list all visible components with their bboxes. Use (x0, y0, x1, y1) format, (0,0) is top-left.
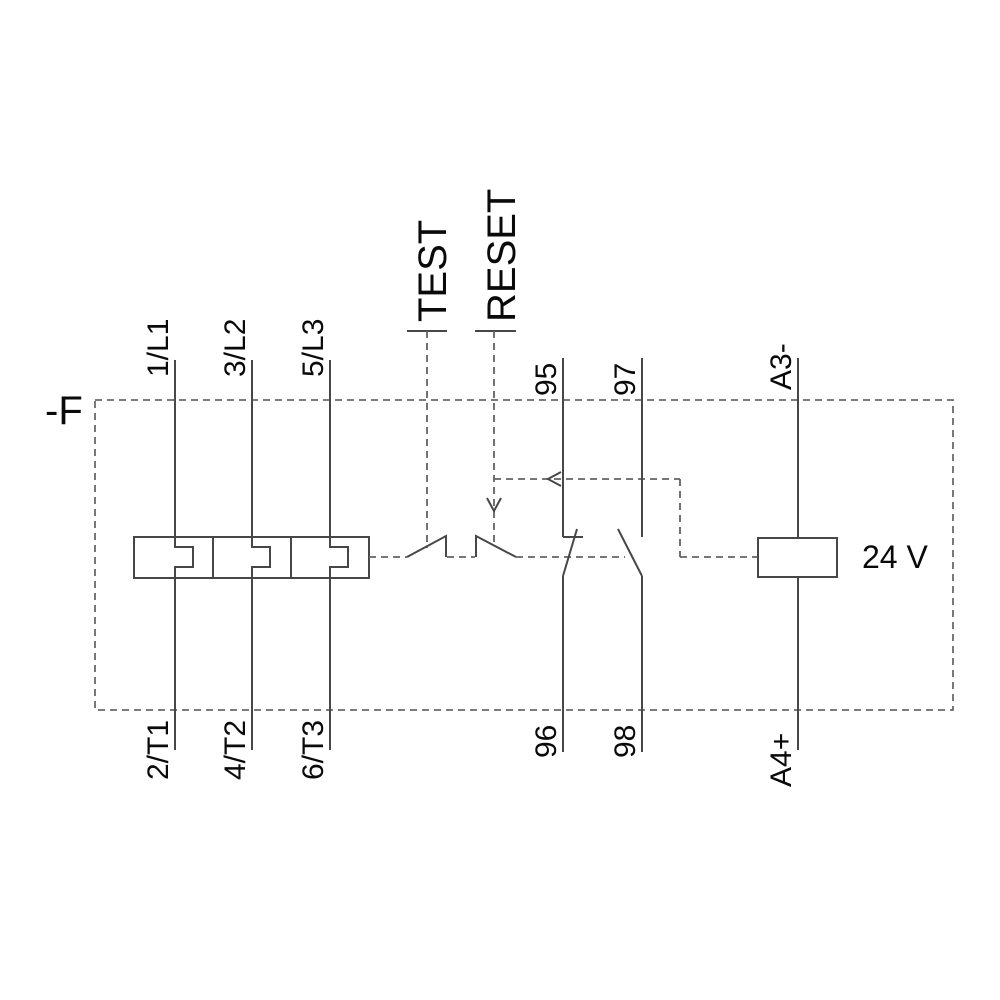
coil-voltage-label: 24 V (862, 539, 928, 575)
no-contact-blade (617, 528, 643, 577)
reset-button-mechanism: RESET (475, 189, 758, 558)
phase-l3-conductor-heater (329, 360, 349, 750)
terminal-label-2t1: 2/T1 (142, 720, 175, 780)
terminal-label-97: 97 (609, 363, 642, 396)
terminal-label-6t3: 6/T3 (297, 720, 330, 780)
phase-l2-t2: 3/L2 4/T2 (219, 319, 271, 780)
terminal-label-3l2: 3/L2 (219, 319, 252, 377)
terminal-label-4t2: 4/T2 (219, 720, 252, 780)
terminal-label-5l3: 5/L3 (297, 319, 330, 377)
thermal-block-cell-dividers (212, 537, 292, 578)
nc-contact-95-96: 95 96 (530, 358, 583, 758)
terminal-label-1l1: 1/L1 (142, 319, 175, 377)
terminal-label-98: 98 (609, 725, 642, 758)
enclosure-dashed-border (94, 399, 954, 711)
terminal-label-96: 96 (530, 725, 563, 758)
reset-button-label: RESET (480, 189, 524, 322)
test-button-label: TEST (411, 220, 455, 322)
device-designation-label: -F (45, 389, 83, 433)
reset-actuator-wedge (475, 534, 517, 558)
terminal-label-a3: A3- (765, 343, 798, 390)
test-actuator-wedge (406, 534, 447, 558)
phase-l3-t3: 5/L3 6/T3 (297, 319, 349, 780)
phase-l1-t1: 1/L1 2/T1 (142, 319, 194, 780)
coil-circuit: A3- A4+ 24 V (757, 343, 928, 787)
nc-contact-blade (562, 528, 578, 577)
reset-left-arrowhead (545, 471, 562, 487)
phase-l2-conductor-heater (251, 360, 271, 750)
reset-down-arrowhead (486, 497, 502, 514)
terminal-label-a4: A4+ (765, 733, 798, 787)
phase-l1-conductor-heater (174, 360, 194, 750)
test-button-mechanism: TEST (406, 220, 455, 558)
no-contact-97-98: 97 98 (609, 358, 643, 758)
terminal-label-95: 95 (530, 363, 563, 396)
